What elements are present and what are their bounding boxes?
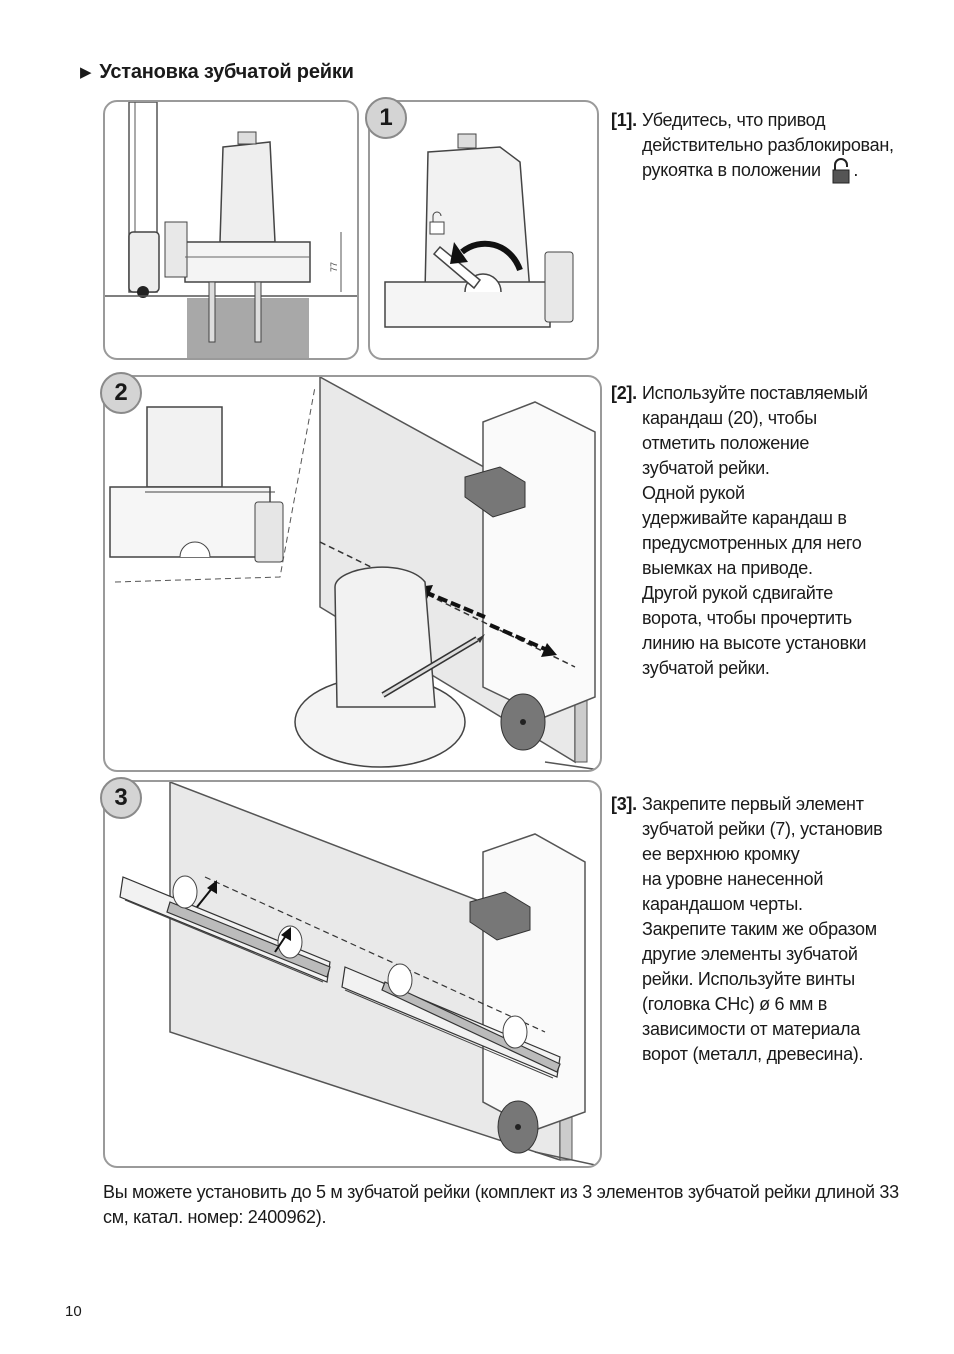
step-2-line: линию на высоте установки <box>642 633 867 653</box>
step-2-line: удерживайте карандаш в <box>642 508 847 528</box>
heading-title: Установка зубчатой рейки <box>99 61 354 83</box>
step-1-tail: . <box>853 160 859 180</box>
step-badge-2: 2 <box>100 372 142 414</box>
step-3-line: карандашом черты. <box>642 894 803 914</box>
step-1-text: [1].Убедитесь, что привод действительно … <box>611 108 911 184</box>
section-heading: ▶ Установка зубчатой рейки <box>80 61 354 84</box>
unlock-lever-drawing <box>384 133 574 328</box>
pencil-marking-drawing <box>109 377 600 770</box>
step-badge-1: 1 <box>365 97 407 139</box>
step-2-line: предусмотренных для него <box>642 533 862 553</box>
step-3-line: зубчатой рейки (7), установив <box>642 819 883 839</box>
step-3-line: на уровне нанесенной <box>642 869 824 889</box>
step-3-line: (головка CHc) ø 6 мм в <box>642 994 828 1014</box>
step-2-line: ворота, чтобы прочертить <box>642 608 852 628</box>
step-2-line: Одной рукой <box>642 483 745 503</box>
step-badge-3: 3 <box>100 777 142 819</box>
step-3-text: [3].Закрепите первый элемент зубчатой ре… <box>611 792 911 1067</box>
step-3-number: [3]. <box>611 794 637 814</box>
step-3-line: Закрепите таким же образом <box>642 919 877 939</box>
heading-marker-icon: ▶ <box>80 64 92 81</box>
unlocked-padlock-icon <box>831 158 853 184</box>
step-2-line: Используйте поставляемый <box>642 383 868 403</box>
step-2-line: Другой рукой сдвигайте <box>642 583 833 603</box>
step-2-text: [2].Используйте поставляемый карандаш (2… <box>611 381 911 681</box>
figure-step-1 <box>368 100 599 360</box>
step-2-line: зубчатой рейки. <box>642 458 770 478</box>
step-2-number: [2]. <box>611 383 637 403</box>
step-3-line: зависимости от материала <box>642 1019 860 1039</box>
rack-fixing-drawing <box>119 782 600 1166</box>
step-2-line: зубчатой рейки. <box>642 658 770 678</box>
figure-step-2 <box>103 375 602 772</box>
step-1-line: рукоятка в положении <box>642 160 821 180</box>
step-1-number: [1]. <box>611 110 637 130</box>
step-3-line: рейки. Используйте винты <box>642 969 855 989</box>
step-3-line: ворот (металл, древесина). <box>642 1044 864 1064</box>
step-3-line: ее верхнюю кромку <box>642 844 800 864</box>
figure-motor-cross-section: 77 <box>103 100 359 360</box>
figure-step-3 <box>103 780 602 1168</box>
step-1-line: Убедитесь, что привод <box>642 110 826 130</box>
motor-cross-section-drawing: 77 <box>105 102 357 358</box>
step-1-line: действительно разблокирован, <box>642 135 894 155</box>
footer-note: Вы можете установить до 5 м зубчатой рей… <box>103 1182 899 1227</box>
step-2-line: выемках на приводе. <box>642 558 813 578</box>
step-3-line: Закрепите первый элемент <box>642 794 864 814</box>
step-2-line: отметить положение <box>642 433 810 453</box>
dimension-label: 77 <box>329 262 339 272</box>
step-3-line: другие элементы зубчатой <box>642 944 858 964</box>
step-2-line: карандаш (20), чтобы <box>642 408 817 428</box>
page-number: 10 <box>65 1303 82 1320</box>
